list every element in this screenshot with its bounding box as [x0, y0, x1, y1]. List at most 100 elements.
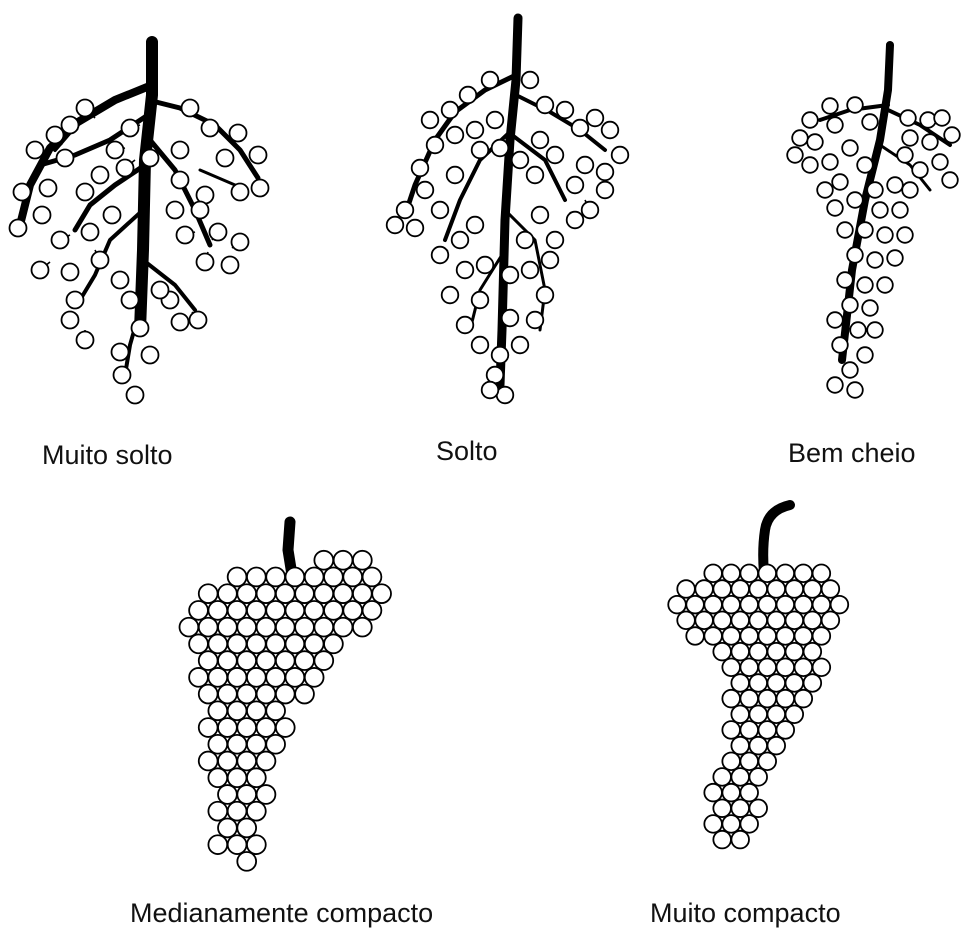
berry [749, 612, 767, 630]
berry [722, 565, 740, 583]
berry [230, 125, 247, 142]
berry [807, 134, 823, 150]
berry [237, 718, 256, 737]
berry [199, 618, 218, 637]
berry [218, 819, 237, 838]
berry [182, 100, 199, 117]
berry [758, 659, 776, 677]
berry [795, 565, 813, 583]
berry [482, 72, 499, 89]
berry [847, 247, 863, 263]
berry [722, 690, 740, 708]
berry [758, 627, 776, 645]
berry [172, 142, 189, 159]
berry [767, 580, 785, 598]
berry [104, 207, 121, 224]
berry [467, 122, 484, 139]
berry [597, 164, 614, 181]
berry [305, 568, 324, 587]
berry [942, 172, 958, 188]
berry [477, 257, 494, 274]
berry [872, 202, 888, 218]
berry [713, 799, 731, 817]
berry [305, 634, 324, 653]
berry [695, 612, 713, 630]
berry [832, 337, 848, 353]
berry [305, 668, 324, 687]
berry [857, 277, 873, 293]
berry [228, 735, 247, 754]
berry [827, 117, 843, 133]
berry [228, 768, 247, 787]
berry [237, 651, 256, 670]
berry [142, 150, 159, 167]
berry [502, 310, 519, 327]
berry [537, 97, 554, 114]
berry [831, 596, 849, 614]
berry [492, 347, 509, 364]
berry [14, 184, 31, 201]
berry [713, 580, 731, 598]
stem [405, 18, 605, 385]
berry [232, 234, 249, 251]
berry [276, 618, 295, 637]
berry [228, 634, 247, 653]
berry [527, 167, 544, 184]
berry [112, 344, 129, 361]
berry [228, 701, 247, 720]
berry [62, 117, 79, 134]
berry [285, 568, 304, 587]
berry [208, 601, 227, 620]
berry [180, 618, 199, 637]
berry [802, 157, 818, 173]
berry [847, 192, 863, 208]
berry [497, 387, 514, 404]
berry [266, 568, 285, 587]
berry [208, 802, 227, 821]
berry [467, 217, 484, 234]
berry [208, 701, 227, 720]
berry [837, 222, 853, 238]
berry [572, 120, 589, 137]
berry [758, 690, 776, 708]
berry [208, 835, 227, 854]
berry [117, 160, 134, 177]
berry [412, 160, 429, 177]
berry [587, 110, 604, 127]
berry [713, 643, 731, 661]
berry [795, 627, 813, 645]
cluster-label-muito-solto: Muito solto [42, 440, 173, 471]
berry [10, 220, 27, 237]
berry [334, 618, 353, 637]
berry [902, 130, 918, 146]
berry [189, 668, 208, 687]
berry [813, 596, 831, 614]
berry [34, 207, 51, 224]
berry [522, 262, 539, 279]
berry [897, 227, 913, 243]
berry [82, 224, 99, 241]
berry [167, 202, 184, 219]
berry [210, 224, 227, 241]
berry [276, 651, 295, 670]
berry [512, 152, 529, 169]
berry [713, 831, 731, 849]
berry [731, 580, 749, 598]
berry [442, 287, 459, 304]
berry [228, 835, 247, 854]
berry [189, 634, 208, 653]
berry [247, 768, 266, 787]
berry [285, 601, 304, 620]
cluster-label-bem-cheio: Bem cheio [788, 438, 916, 469]
berry [934, 110, 950, 126]
berry [257, 752, 276, 771]
berry [842, 362, 858, 378]
berry [522, 72, 539, 89]
berry [202, 120, 219, 137]
berry [597, 182, 614, 199]
berry [199, 685, 218, 704]
berry [567, 212, 584, 229]
berry [827, 312, 843, 328]
berry [557, 102, 574, 119]
berry [767, 643, 785, 661]
